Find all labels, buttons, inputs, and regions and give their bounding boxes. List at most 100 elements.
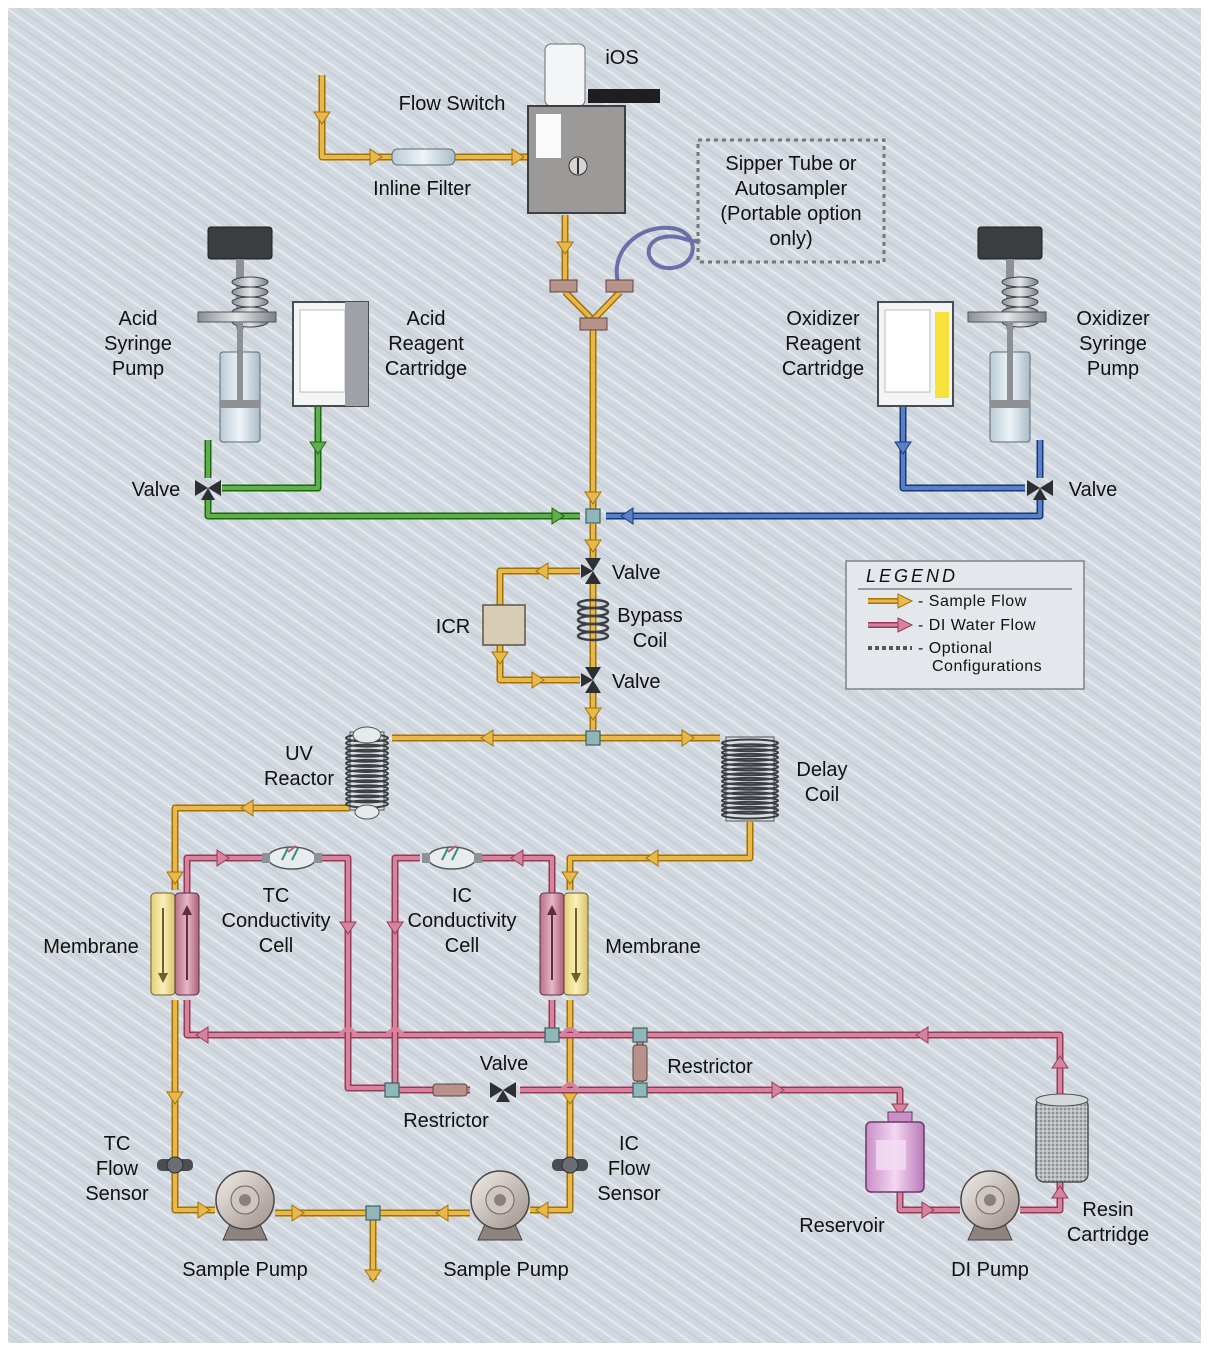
oxidizer-cartridge-label: Cartridge — [782, 358, 864, 380]
tc-cell-inlet-line — [185, 856, 262, 895]
syringe-spring — [1001, 296, 1039, 308]
ic-flow-sensor — [552, 1156, 588, 1174]
di-pump — [960, 1170, 1020, 1241]
valve-right-half — [1040, 480, 1053, 496]
upper-valve — [581, 558, 601, 584]
ic-flow-sensor-label: Flow — [608, 1158, 651, 1180]
flow-switch-label: Flow Switch — [399, 93, 506, 115]
syringe-spring — [231, 286, 269, 298]
components — [150, 43, 1089, 1241]
sipper-label: Sipper Tube or — [725, 153, 857, 175]
coil-turn — [345, 743, 389, 753]
oxidizer-pump-label: Pump — [1087, 358, 1139, 380]
coil-turn — [345, 758, 389, 768]
ic-flow-sensor-label: IC — [619, 1133, 639, 1155]
acid-reagent-cartridge — [292, 301, 369, 407]
pump-shaft — [984, 1194, 996, 1206]
valve-side-half — [581, 673, 593, 687]
flow-arrow — [584, 707, 602, 721]
di-junction — [384, 1082, 400, 1098]
coil-turn — [345, 779, 389, 789]
acid-pump-label: Syringe — [104, 333, 172, 355]
syringe-plunger — [990, 400, 1030, 408]
coil-turn — [721, 776, 779, 786]
valve-side-half — [581, 564, 593, 578]
cell-wire — [287, 845, 297, 853]
flow-arrow — [915, 1026, 929, 1044]
flow-arrow — [166, 1091, 184, 1105]
coil-turn — [721, 762, 779, 772]
di-junction — [632, 1027, 648, 1043]
right-sample-pump-label: Sample Pump — [443, 1259, 569, 1281]
oxidizer-reagent-cartridge — [877, 301, 954, 407]
cell-electrodes — [441, 847, 459, 861]
valve-left-half — [1027, 480, 1040, 496]
ic-flow-sensor-label: Sensor — [597, 1183, 661, 1205]
tc-membrane-label: Membrane — [43, 936, 139, 958]
coil-turn — [345, 789, 389, 799]
coil-turn — [721, 757, 779, 767]
coil-turn — [721, 805, 779, 815]
legend-item-label: - Optional — [918, 640, 992, 657]
ic-membrane-label: Membrane — [605, 936, 701, 958]
tc-cell-label: Cell — [259, 935, 293, 957]
acid-cartridge-label: Acid — [407, 308, 446, 330]
fitting — [549, 279, 578, 293]
tc-flow-sensor-label: Flow — [96, 1158, 139, 1180]
mixing-junction — [585, 508, 601, 524]
oxidizer-syringe-pump — [967, 226, 1047, 443]
valve-left-half — [195, 480, 208, 496]
flow-arrow — [620, 507, 634, 525]
coil-turn — [721, 743, 779, 753]
bypass-coil-label: Coil — [633, 630, 667, 652]
ios-sensor — [544, 43, 586, 107]
piping — [166, 75, 1069, 1283]
ic-cell-label: IC — [452, 885, 472, 907]
cell-wire — [447, 845, 457, 853]
inline-filter — [391, 148, 456, 166]
syringe-plate — [197, 311, 277, 323]
crossover-bridge — [338, 1027, 358, 1037]
acid-valve-label: Valve — [132, 479, 181, 501]
valve-left-half — [490, 1082, 503, 1098]
coil-turn — [721, 772, 779, 782]
drain-junction — [365, 1205, 381, 1221]
di-junction — [632, 1082, 648, 1098]
flow-switch — [527, 43, 660, 214]
acid-valve — [195, 480, 221, 500]
sipper-label: Autosampler — [735, 178, 848, 200]
icr-block — [482, 604, 526, 646]
valve-bottom-half — [496, 1090, 510, 1102]
syringe-spring — [231, 296, 269, 308]
membrane-arrow-down — [158, 973, 168, 983]
optional-config-box — [696, 138, 886, 264]
coil-turn — [345, 784, 389, 794]
flow-arrow — [511, 148, 525, 166]
tc-flow-sensor-label: Sensor — [85, 1183, 149, 1205]
uv-reactor-label: UV — [285, 743, 313, 765]
di-pump-label: DI Pump — [951, 1259, 1029, 1281]
crossover-bridge — [385, 1027, 405, 1037]
oxidizer-valve-label: Valve — [1069, 479, 1118, 501]
flow-arrow — [197, 1201, 211, 1219]
coil-turn — [721, 800, 779, 810]
flow-arrow — [535, 1201, 549, 1219]
tc-cell-label: Conductivity — [222, 910, 331, 932]
bottom-restrictor — [432, 1083, 468, 1097]
delay-coil — [721, 736, 779, 822]
cartridge-label — [884, 309, 931, 393]
coil-turn — [721, 791, 779, 801]
valve-bottom-half — [585, 680, 601, 693]
delay-coil-label: Delay — [796, 759, 847, 781]
crossover-bridge — [560, 1027, 580, 1037]
sensor-hub — [166, 1156, 184, 1174]
inlet-line — [320, 75, 392, 159]
flow-arrow — [240, 799, 254, 817]
sipper-tube — [614, 225, 701, 283]
bottom-valve — [490, 1082, 516, 1102]
right-restrictor-label: Restrictor — [667, 1056, 753, 1078]
legend-swatch-arrow — [897, 617, 914, 633]
ic-cell-inlet-line — [482, 856, 554, 895]
valve-top-half — [585, 558, 601, 571]
